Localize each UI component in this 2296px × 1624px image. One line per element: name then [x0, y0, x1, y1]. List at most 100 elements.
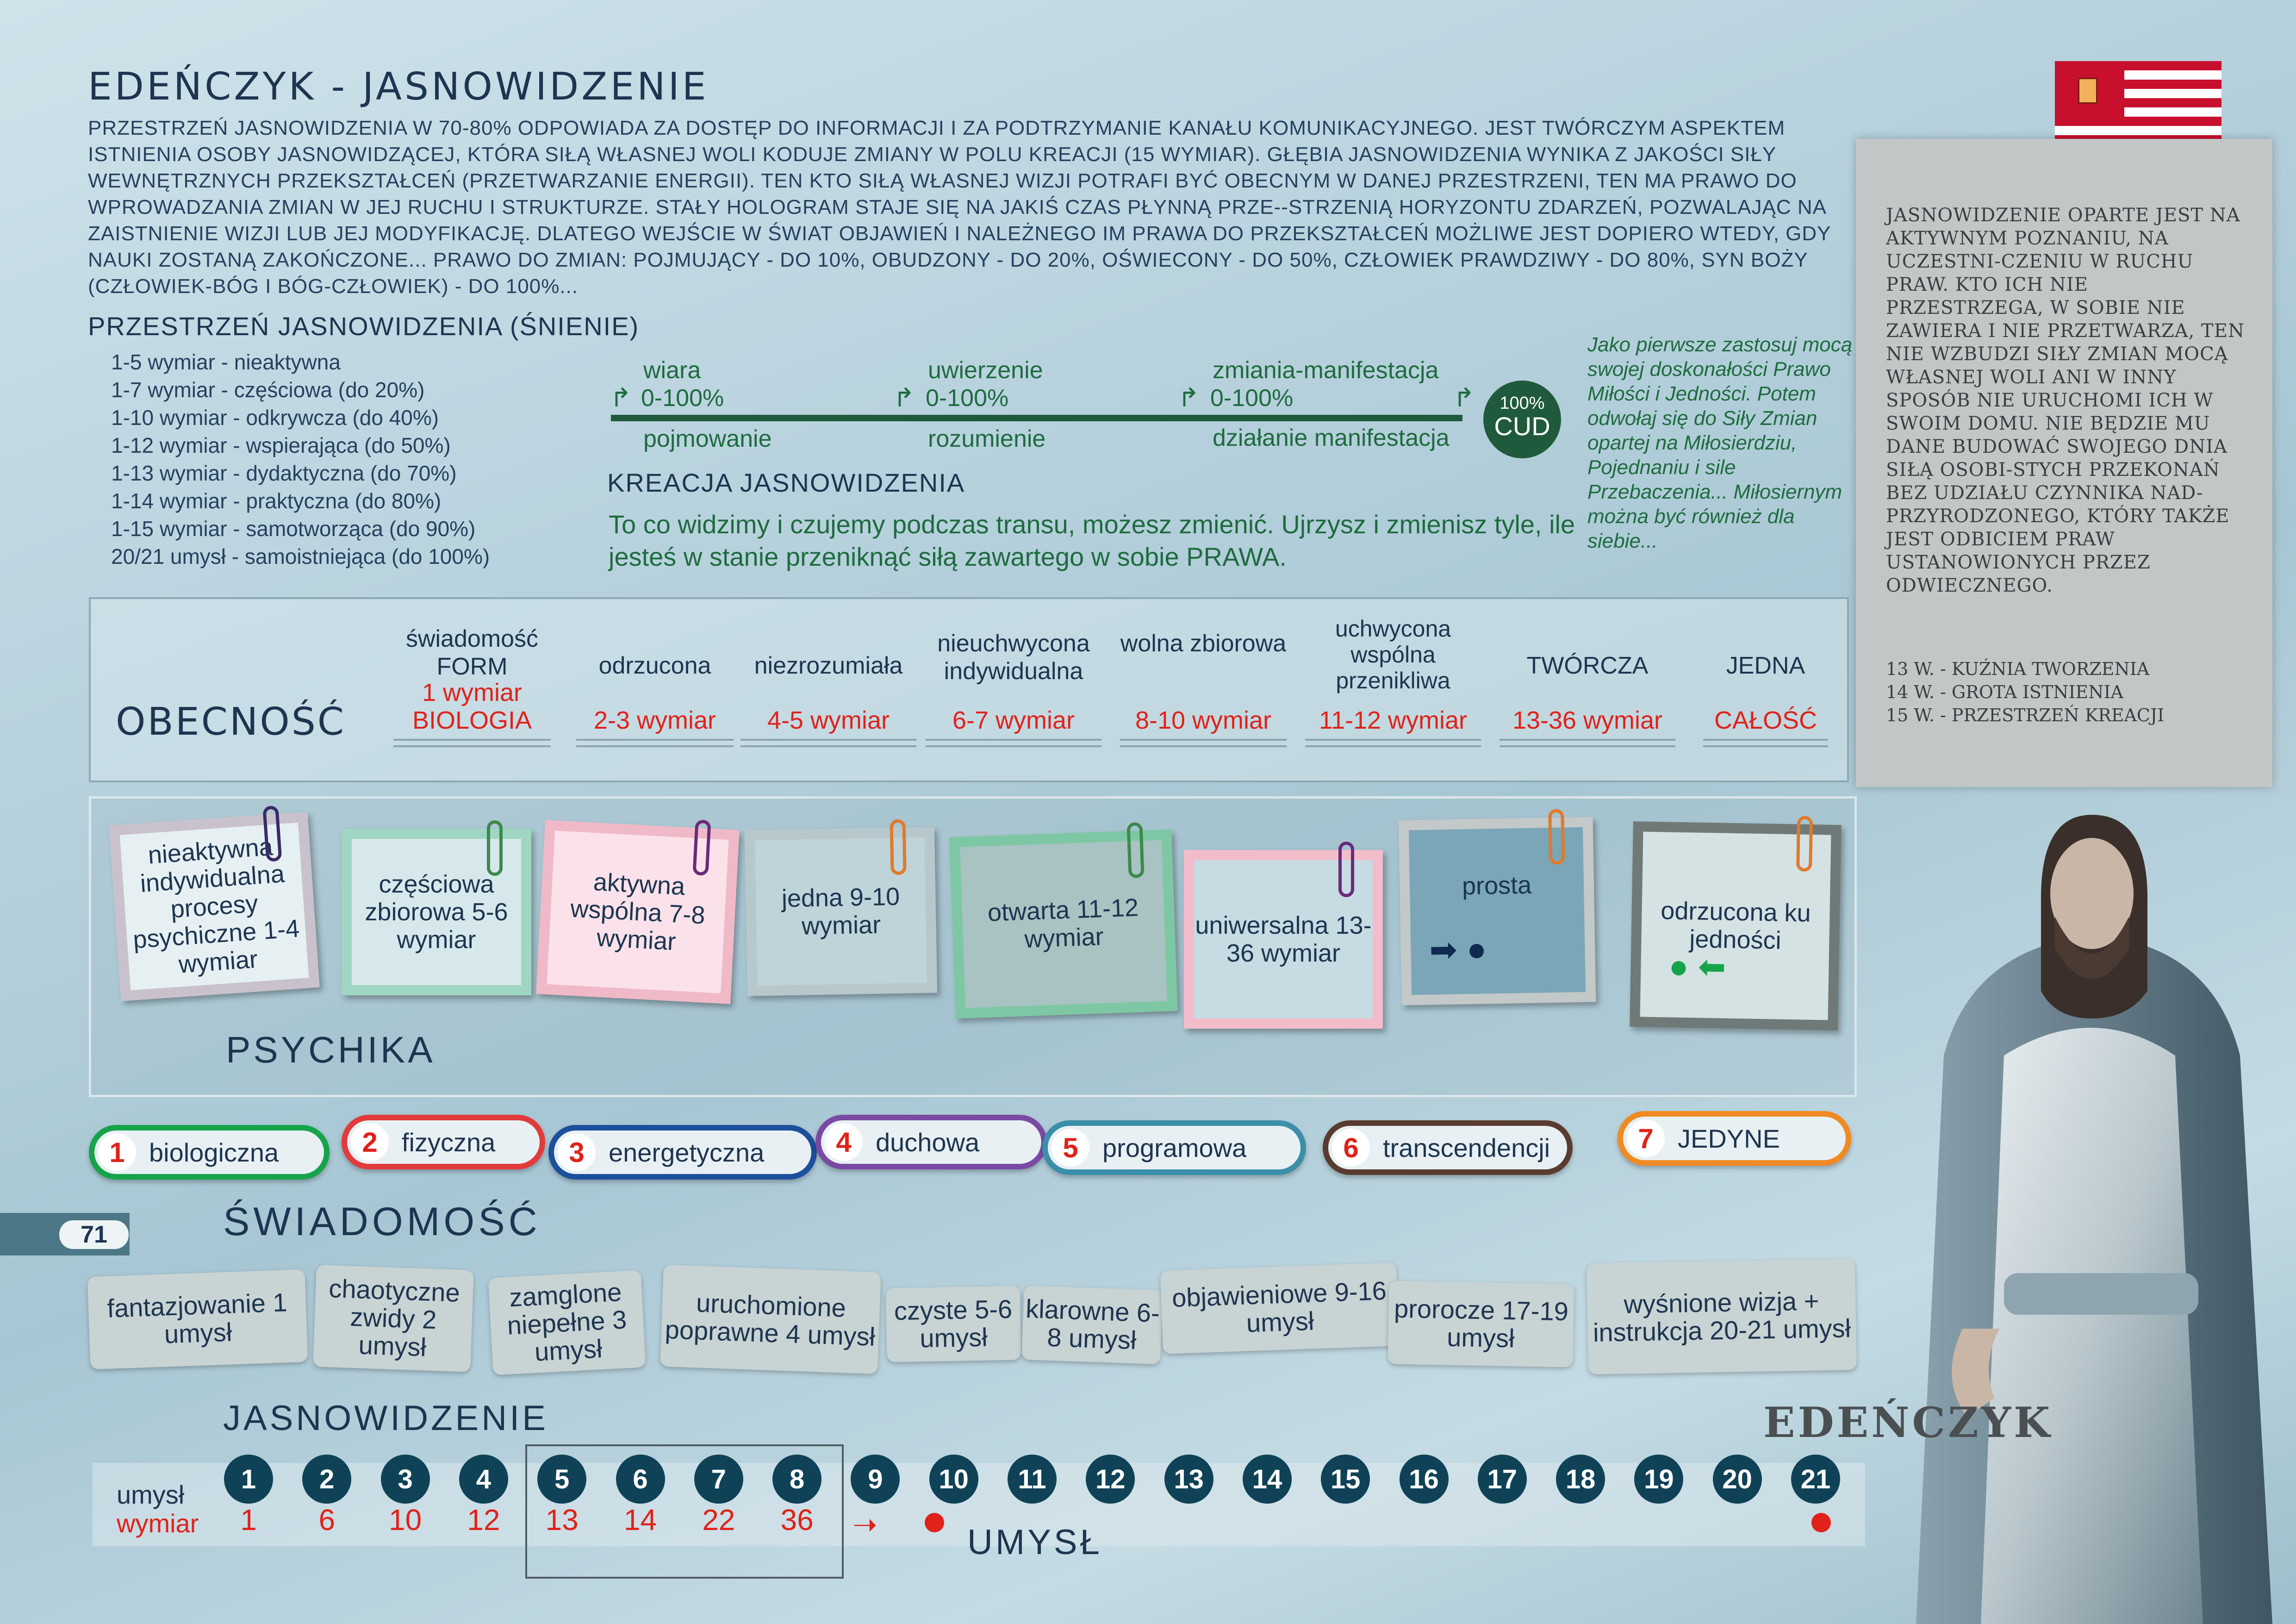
mind-number: 4: [459, 1455, 508, 1504]
mind-number: 21: [1791, 1455, 1840, 1504]
arrow-icon: ↱: [610, 383, 632, 412]
robed-figure-image: [1916, 815, 2272, 1624]
presence-dimension: 6-7 wymiar: [952, 706, 1075, 734]
psyche-card-text: otwarta 11-12 wymiar: [987, 893, 1139, 953]
presence-dimension: 4-5 wymiar: [767, 706, 890, 734]
paperclip-icon: [890, 819, 907, 875]
underline: [1703, 739, 1828, 747]
list-item: 1-10 wymiar - odkrywcza (do 40%): [111, 406, 439, 430]
mind-number: 6: [616, 1455, 665, 1504]
cud-badge: 100% CUD: [1483, 381, 1561, 458]
level-number: 1: [98, 1133, 136, 1171]
list-item: 1-5 wymiar - nieaktywna: [111, 350, 341, 374]
level-number: 7: [1627, 1119, 1665, 1157]
level-number: 3: [558, 1133, 596, 1171]
underline: [1120, 739, 1287, 747]
flow-stage-pct: 0-100%: [1210, 385, 1294, 412]
psyche-card: jedna 9-10 wymiar: [744, 819, 938, 996]
psyche-card: prosta ➡ ●: [1398, 809, 1596, 1006]
level-label: transcendencji: [1383, 1133, 1550, 1162]
psyche-card-text: aktywna wspólna 7-8 wymiar: [570, 868, 706, 956]
highlight-box: [525, 1444, 844, 1579]
level-label: JEDYNE: [1678, 1124, 1780, 1153]
awareness-stone: wyśnione wizja + instrukcja 20-21 umysł: [1586, 1258, 1857, 1375]
presence-label: uchwycona wspólna przenikliwa: [1335, 616, 1451, 693]
dimensions-heading: PRZESTRZEŃ JASNOWIDZENIA (ŚNIENIE): [88, 312, 640, 341]
paperclip-icon: [1796, 816, 1813, 872]
paperclip-icon: [262, 805, 282, 862]
awareness-stone: klarowne 6-8 umysł: [1021, 1285, 1163, 1365]
mind-number: 8: [772, 1455, 822, 1504]
side-note-item: 15 W. - PRZESTRZEŃ KREACJI: [1886, 705, 2165, 725]
level-number: 5: [1052, 1129, 1089, 1167]
page-title: EDEŃCZYK - JASNOWIDZENIE: [88, 65, 709, 109]
paperclip-icon: [1126, 822, 1145, 879]
presence-column: wolna zbiorowa 8-10 wymiar: [1120, 630, 1287, 747]
mind-number: 20: [1712, 1455, 1762, 1504]
presence-column: świadomość FORM 1 wymiar BIOLOGIA: [393, 625, 551, 747]
awareness-stone: prorocze 17-19 umysł: [1388, 1280, 1574, 1368]
side-note-item: 13 W. - KUŹNIA TWORZENIA: [1886, 659, 2150, 679]
list-item: 20/21 umysł - samoistniejąca (do 100%): [111, 544, 490, 568]
presence-column: TWÓRCZA 13-36 wymiar: [1500, 625, 1675, 747]
psyche-card: nieaktywna indywidualna procesy psychicz…: [109, 805, 320, 1001]
dimension-value: 13: [545, 1503, 579, 1537]
level-pill: 1 biologiczna: [89, 1125, 330, 1180]
mind-number: 5: [537, 1455, 587, 1504]
kreacja-text: To co widzimy i czujemy podczas transu, …: [609, 510, 1575, 571]
awareness-stone: chaotyczne zwidy 2 umysł: [313, 1265, 474, 1372]
presence-dimension: 11-12 wymiar: [1319, 706, 1468, 734]
awareness-stone: zamglone niepełne 3 umysł: [488, 1270, 646, 1375]
mind-number: 7: [694, 1455, 743, 1504]
mind-number: 13: [1164, 1455, 1213, 1504]
awareness-heading: ŚWIADOMOŚĆ: [223, 1199, 541, 1244]
level-label: biologiczna: [149, 1137, 279, 1167]
flow-stage-bottom: działanie manifestacja: [1213, 425, 1450, 451]
list-item: 1-15 wymiar - samotworząca (do 90%): [111, 517, 476, 541]
presence-heading: OBECNOŚĆ: [116, 700, 346, 744]
arrow-icon: ↱: [893, 383, 915, 412]
side-note-paper: [1856, 139, 2272, 787]
flow-stage-top: uwierzenie: [928, 357, 1043, 384]
side-note-list: 13 W. - KUŹNIA TWORZENIA 14 W. - GROTA I…: [1886, 657, 2252, 727]
dimension-value: 1: [240, 1503, 257, 1537]
level-number: 6: [1332, 1129, 1370, 1167]
presence-dimension: 13-36 wymiar: [1512, 706, 1663, 734]
presence-label: TWÓRCZA: [1526, 652, 1649, 679]
red-dot: [1811, 1513, 1831, 1532]
presence-label: niezrozumiała: [754, 652, 903, 679]
underline: [926, 739, 1101, 747]
awareness-stone: uruchomione poprawne 4 umysł: [660, 1264, 881, 1374]
presence-column: uchwycona wspólna przenikliwa 11-12 wymi…: [1305, 616, 1481, 747]
cud-label: CUD: [1494, 412, 1550, 441]
page-number: 71: [59, 1220, 129, 1249]
list-item: 1-7 wymiar - częściowa (do 20%): [111, 378, 425, 402]
presence-column: JEDNA CAŁOŚĆ: [1703, 625, 1828, 747]
mind-number: 10: [929, 1455, 978, 1504]
row-label-mind: umysł: [117, 1480, 185, 1509]
flow-stage-bottom: pojmowanie: [643, 425, 772, 452]
mind-number: 16: [1399, 1455, 1449, 1504]
arrow-right-dot-icon: ➡ ●: [1429, 931, 1487, 969]
presence-panel: [89, 597, 1849, 782]
presence-column: nieuchwycona indywidualna 6-7 wymiar: [926, 630, 1101, 747]
mind-number: 18: [1556, 1455, 1605, 1504]
mind-number: 2: [302, 1455, 352, 1504]
presence-label: świadomość FORM: [405, 625, 539, 680]
presence-dimension: 8-10 wymiar: [1135, 706, 1272, 734]
dimension-value: 22: [702, 1503, 735, 1537]
mind-number: 3: [380, 1455, 430, 1504]
psyche-card-text: prosta: [1462, 871, 1532, 900]
arrow-icon: ↱: [1453, 383, 1475, 412]
dimensions-list: 1-5 wymiar - nieaktywna 1-7 wymiar - czę…: [111, 348, 490, 570]
presence-label: odrzucona: [598, 652, 711, 679]
awareness-stone: objawieniowe 9-16 umysł: [1160, 1262, 1399, 1354]
presence-column: odrzucona 2-3 wymiar: [576, 625, 734, 747]
flow-stage-bottom: rozumienie: [928, 425, 1046, 452]
list-item: 1-14 wymiar - praktyczna (do 80%): [111, 489, 442, 513]
psyche-card: otwarta 11-12 wymiar: [949, 822, 1178, 1019]
arrow-right-icon: ➝: [852, 1508, 877, 1541]
level-number: 2: [351, 1123, 389, 1161]
